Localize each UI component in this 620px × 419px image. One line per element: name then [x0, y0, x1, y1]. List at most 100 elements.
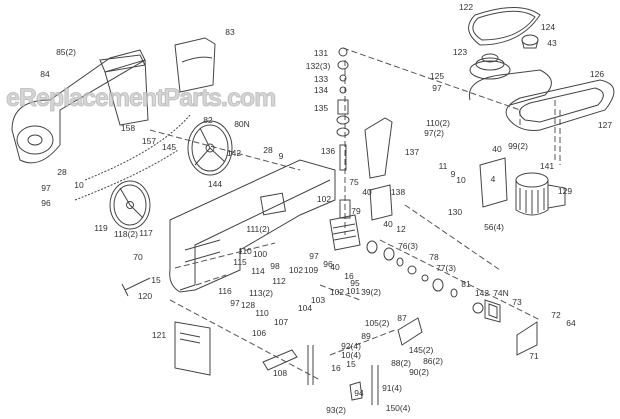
part-label: 128	[240, 299, 256, 310]
part-label: 64	[566, 317, 576, 328]
part-label: 71	[529, 350, 539, 361]
part-label: 73	[512, 296, 522, 307]
part-label: 100	[252, 248, 268, 259]
vise-106	[262, 349, 298, 371]
part-label: 116	[218, 285, 232, 296]
bracket-94	[349, 381, 363, 401]
part-label: 98	[270, 260, 280, 271]
part-label: 145	[161, 141, 177, 152]
part-label: 119	[94, 222, 108, 233]
part-label: 72	[551, 309, 561, 320]
part-label: 109	[303, 264, 319, 275]
part-label: 104	[297, 302, 313, 313]
frame-70	[169, 159, 336, 293]
belt-122	[468, 7, 541, 46]
part-label: 137	[404, 146, 420, 157]
part-label: 111(2)	[246, 223, 270, 234]
part-label: 80N	[234, 118, 250, 129]
part-label: 118(2)	[114, 228, 138, 239]
part-label: 102	[288, 264, 304, 275]
part-label: 86(2)	[423, 355, 443, 366]
part-label: 103	[310, 294, 326, 305]
part-label: 83	[225, 26, 235, 37]
part-label: 97	[41, 182, 51, 193]
part-label: 10(4)	[341, 349, 361, 360]
part-label: 121	[151, 329, 167, 340]
part-label: 133	[313, 73, 329, 84]
wheel-80N	[187, 120, 233, 176]
part-label: 95	[350, 277, 360, 288]
part-label: 108	[272, 367, 288, 378]
part-label: 40	[330, 261, 340, 272]
part-label: 16	[344, 270, 354, 281]
part-label: 90(2)	[409, 366, 429, 377]
part-label: 101	[345, 285, 361, 296]
motor-129	[515, 172, 566, 216]
handle-120	[121, 277, 151, 297]
part-label: 40	[362, 186, 372, 197]
cover-83	[174, 37, 216, 93]
part-label: 78	[429, 251, 439, 262]
cover-72	[516, 321, 538, 356]
rods-91	[307, 345, 379, 405]
part-label: 85(2)	[56, 46, 76, 57]
part-label: 136	[320, 145, 336, 156]
part-label: 107	[273, 316, 289, 327]
part-label: 126	[589, 68, 605, 79]
part-label: 4	[490, 173, 496, 184]
part-label: 88(2)	[391, 357, 411, 368]
part-label: 132(3)	[305, 60, 331, 71]
part-label: 142	[474, 287, 490, 298]
gearbox-79	[329, 199, 361, 251]
part-label: 75	[349, 176, 359, 187]
part-label: 122	[458, 1, 474, 12]
part-label: 142	[226, 147, 242, 158]
part-label: 102	[316, 193, 332, 204]
watermark: eReplacementParts.com	[5, 84, 276, 112]
part-label: 157	[141, 135, 157, 146]
part-label: 141	[539, 160, 555, 171]
wheel-guard-84	[11, 49, 149, 164]
part-label: 97	[230, 297, 240, 308]
part-label: 110	[255, 307, 269, 318]
part-label: 129	[557, 185, 573, 196]
part-label: 97(2)	[424, 127, 444, 138]
part-label: 110(2)	[426, 117, 450, 128]
part-label: 130	[447, 206, 463, 217]
part-label: 110	[238, 245, 252, 256]
plate-121	[174, 321, 211, 376]
part-label: 94	[354, 387, 364, 398]
part-label: 134	[313, 84, 329, 95]
part-label: 102	[329, 286, 345, 297]
part-label: 76(3)	[398, 240, 418, 251]
part-label: 114	[251, 265, 265, 276]
wheel-119	[109, 180, 151, 230]
part-label: 39(2)	[361, 286, 381, 297]
part-label: 106	[251, 327, 267, 338]
part-label: 124	[540, 21, 556, 32]
spindle-stack	[336, 47, 350, 171]
part-label: 9	[450, 168, 456, 179]
part-label: 150(4)	[385, 402, 411, 413]
part-label: 96	[41, 197, 51, 208]
part-label: 125	[429, 70, 445, 81]
part-label: 79	[351, 205, 361, 216]
vise-87	[397, 317, 423, 346]
part-label: 138	[390, 186, 406, 197]
part-label: 40	[492, 143, 502, 154]
part-label: 28	[263, 144, 273, 155]
part-label: 93(2)	[326, 404, 346, 415]
part-label: 82	[203, 114, 213, 125]
part-label: 113(2)	[249, 287, 273, 298]
part-label: 105(2)	[364, 317, 390, 328]
part-label: 10	[74, 179, 84, 190]
part-label: 158	[120, 122, 136, 133]
part-label: 15	[346, 358, 356, 369]
bracket-138	[369, 184, 393, 221]
part-label: 144	[207, 178, 223, 189]
part-label: 74N	[493, 287, 509, 298]
part-label: 77(3)	[436, 262, 456, 273]
part-label: 135	[313, 102, 329, 113]
